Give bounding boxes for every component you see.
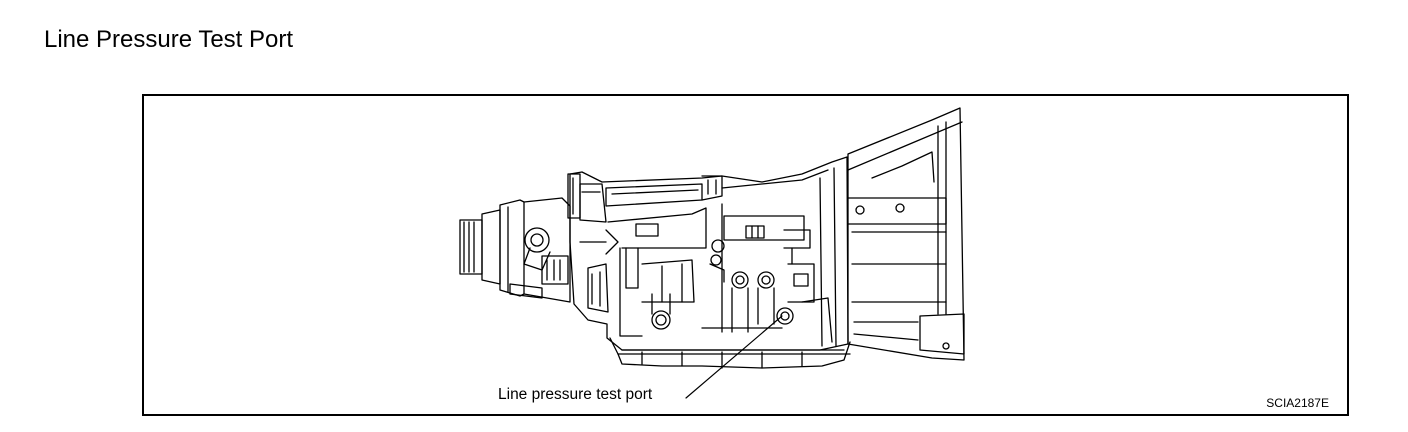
page-title: Line Pressure Test Port xyxy=(44,26,294,53)
callout-label: Line pressure test port xyxy=(498,386,653,403)
extension-housing xyxy=(847,107,965,361)
front-housing xyxy=(459,197,571,303)
main-case xyxy=(567,156,849,351)
figure-frame: Line pressure test port SCIA2187E xyxy=(142,94,1349,416)
oil-pan xyxy=(609,337,851,369)
transmission-drawing xyxy=(459,107,965,399)
callout-leader xyxy=(685,315,783,399)
figure-code: SCIA2187E xyxy=(1266,396,1329,410)
